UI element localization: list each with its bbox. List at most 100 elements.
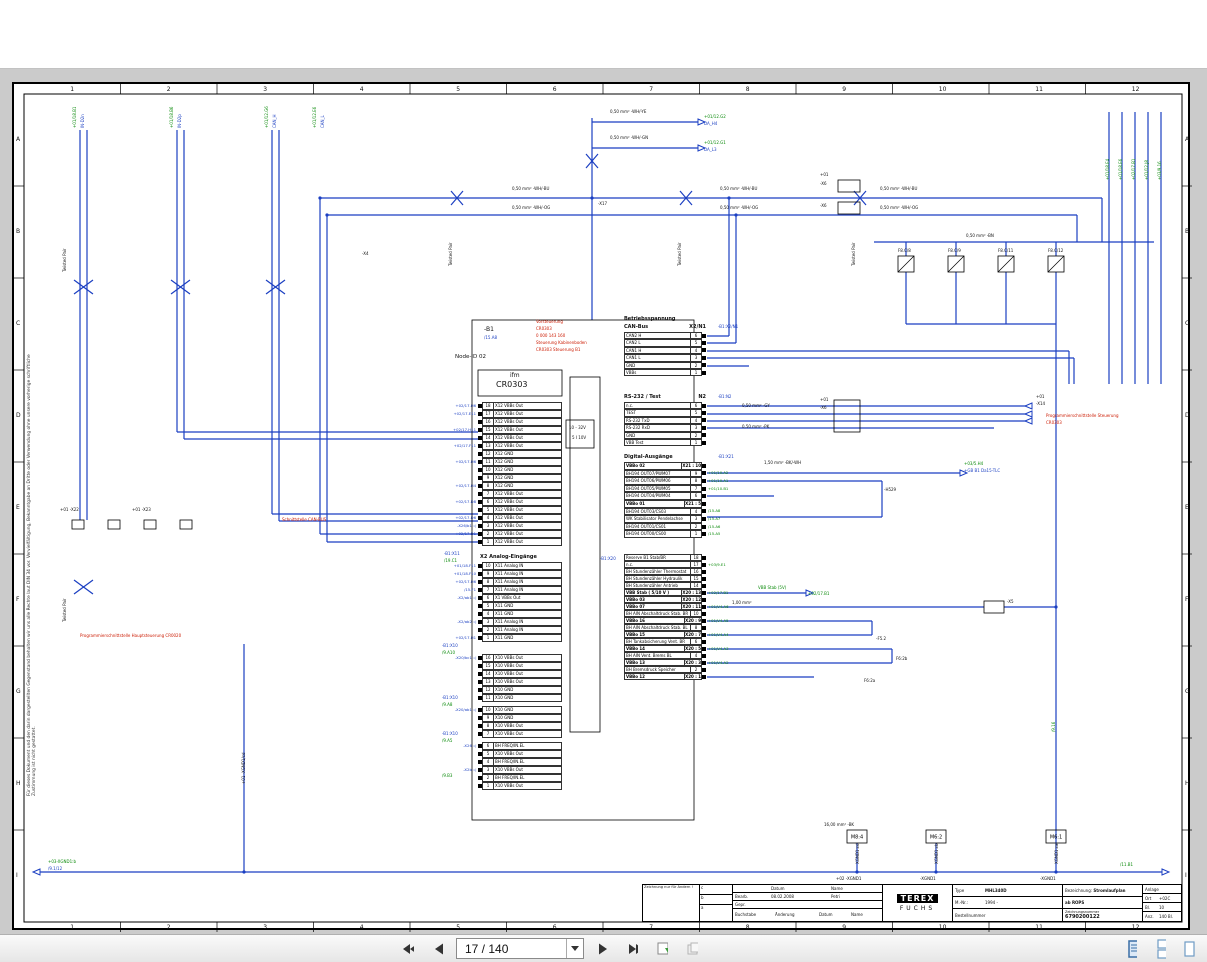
pin: 11 <box>482 694 494 702</box>
lbl: BH AIN Vent. Brems BL <box>624 652 690 659</box>
pin-terminal <box>702 371 706 375</box>
wire-label: 0,50 mm² -WH/-OG <box>720 206 758 210</box>
pin-terminal <box>702 668 706 672</box>
lbl: X11 GND <box>494 634 562 642</box>
wire-label: Programmierschnittstelle Hauptsteuerung … <box>80 634 181 638</box>
wire-label: +01 -X23 <box>132 508 151 512</box>
pin-row: +02/17.H611X12 GND <box>434 458 562 466</box>
pin: 16 <box>690 568 702 575</box>
table-header: Digital-Ausgänge <box>624 454 706 460</box>
pin-row: GND2 <box>624 432 754 439</box>
pin: 7 <box>482 730 494 738</box>
pin: 7 <box>690 485 702 493</box>
pin-row: BH Stundenzähler Thermostat16 <box>624 568 754 575</box>
facing-pages-view-button[interactable] <box>1177 938 1201 960</box>
pin-row: VBBo 12X20 : 1 <box>624 673 754 680</box>
wire-label: 16,00 mm² -BK <box>824 823 854 827</box>
lbl: X10 VBBs Out <box>494 766 562 774</box>
cross-reference: +02/17.B1 <box>706 591 754 595</box>
cross-reference: -X2/ab1 ◁ <box>434 596 478 600</box>
next-page-button[interactable] <box>590 938 614 960</box>
schematic-sheet: M8:4M6:2M6:1 Für dieses Dokument und den… <box>12 82 1190 930</box>
continuous-view-button[interactable] <box>1148 938 1172 960</box>
table-header: CAN-BusX2/N1 <box>624 324 706 330</box>
grid-row-label: E <box>1185 504 1189 511</box>
lbl: BH194 OUT03/CS03 <box>624 508 690 516</box>
bezeichnung-label: Bezeichnung: <box>1065 888 1092 893</box>
wire-label: /15.A8 <box>484 336 497 340</box>
wire-junction <box>855 870 858 873</box>
pin: 8 <box>482 482 494 490</box>
cross-reference: +02/17.H6 <box>434 460 478 464</box>
wire-label: VBB Stab (5V) <box>758 586 786 590</box>
cross-reference: +01/V4.A2 <box>706 661 754 665</box>
lbl: X12 VBBs Out <box>494 434 562 442</box>
pin: 14 <box>690 582 702 589</box>
pin-row: BH AIN Vent. Brems BL4 <box>624 652 754 659</box>
pin-row: 2X11 Analog IN <box>434 626 562 634</box>
pin: 11 <box>482 458 494 466</box>
last-page-button[interactable] <box>620 938 644 960</box>
pin-table-x21: Digital-AusgängeVBBo 02X21 : 10BH194 OUT… <box>624 462 754 538</box>
pin: 1 <box>482 538 494 546</box>
grid-row-label: F <box>16 596 19 603</box>
lbl: VBBo 02 <box>624 462 681 470</box>
lbl: X11 Analog IN <box>494 562 562 570</box>
pin: 18 <box>690 554 702 561</box>
grid-row-label: B <box>16 228 20 235</box>
lbl: X12 VBBs Out <box>494 426 562 434</box>
grid-row-label: E <box>16 504 20 511</box>
component-box <box>144 520 156 529</box>
rotated-wire-label: /9.16 <box>1051 722 1056 732</box>
pin-row: -X2/ab1 ◁6X1 VBBs Out <box>434 594 562 602</box>
previous-page-button[interactable] <box>426 938 450 960</box>
pin-row: +02/17.H68X11 Analog IN <box>434 578 562 586</box>
pin: 8 <box>690 477 702 485</box>
cross-reference: +01/10.B1 <box>706 487 754 491</box>
single-page-view-button[interactable] <box>1119 938 1143 960</box>
pin-row: CAN2 L5 <box>624 339 754 346</box>
pin: 2 <box>482 774 494 782</box>
rotated-wire-label: XGND1:ca <box>1054 844 1059 864</box>
double-right-arrow-icon <box>626 943 638 955</box>
lbl: X12 VBBs Out <box>494 442 562 450</box>
pin: 2 <box>690 432 702 439</box>
wire-label: Schnittstelle CAN-BUS <box>282 518 326 522</box>
continuous-view-icon <box>1154 939 1166 959</box>
pin: 4 <box>690 347 702 354</box>
grid-col-label: 11 <box>1035 86 1043 93</box>
pin-row: +02/17.D86X12 VBBs Out <box>434 498 562 506</box>
pin-row: BH194 OUT00/CS001/15.A5 <box>624 530 754 538</box>
wire-junction <box>727 196 730 199</box>
pin: 5 <box>482 506 494 514</box>
pin-row: 12X12 GND <box>434 450 562 458</box>
duplicate-view-button[interactable] <box>680 938 704 960</box>
pop-out-page-button[interactable] <box>650 938 674 960</box>
rotated-wire-label: +02/17.B1 <box>1131 159 1136 180</box>
pin-row: -X20/ab1 ◁10X10 GND <box>434 706 562 714</box>
pin-row: +02/17.D64X12 VBBs Out <box>434 514 562 522</box>
type-value: MHL340D <box>985 888 1007 893</box>
lbl: BH194 OUT05/PWM05 <box>624 485 690 493</box>
lbl: n.c. <box>624 561 690 568</box>
pin-row: CAN1 H4 <box>624 347 754 354</box>
cross-reference: +01/18.F11 <box>434 564 478 568</box>
wire-label: 0,50 mm² -WH/-GN <box>610 136 648 140</box>
pin-row: 9X12 GND <box>434 474 562 482</box>
wire-label: -X4 <box>362 252 369 256</box>
rotated-wire-label: IN-D2n <box>80 114 85 128</box>
lbl: X10 VBBs Out <box>494 750 562 758</box>
grid-col-label: 1 <box>70 924 74 931</box>
grid-col-label: 12 <box>1132 924 1140 931</box>
combobox-dropdown-button[interactable] <box>566 939 583 958</box>
pin-row: WK Stabilisator Pendelachse3/15.A7 <box>624 515 754 523</box>
grid-row-label: I <box>16 872 18 879</box>
mnr-label: M.-Nr.: <box>955 900 985 905</box>
page-number-combobox[interactable]: 17 / 140 <box>456 938 584 959</box>
lbl: X12 VBBs Out <box>494 514 562 522</box>
cross-reference: +02/17.D6 <box>434 516 478 520</box>
first-page-button[interactable] <box>396 938 420 960</box>
cross-reference: -X20/ab1 ◁ <box>434 708 478 712</box>
pin: 16 <box>482 654 494 662</box>
pin-row: +02/17.D12X12 VBBs Out <box>434 530 562 538</box>
